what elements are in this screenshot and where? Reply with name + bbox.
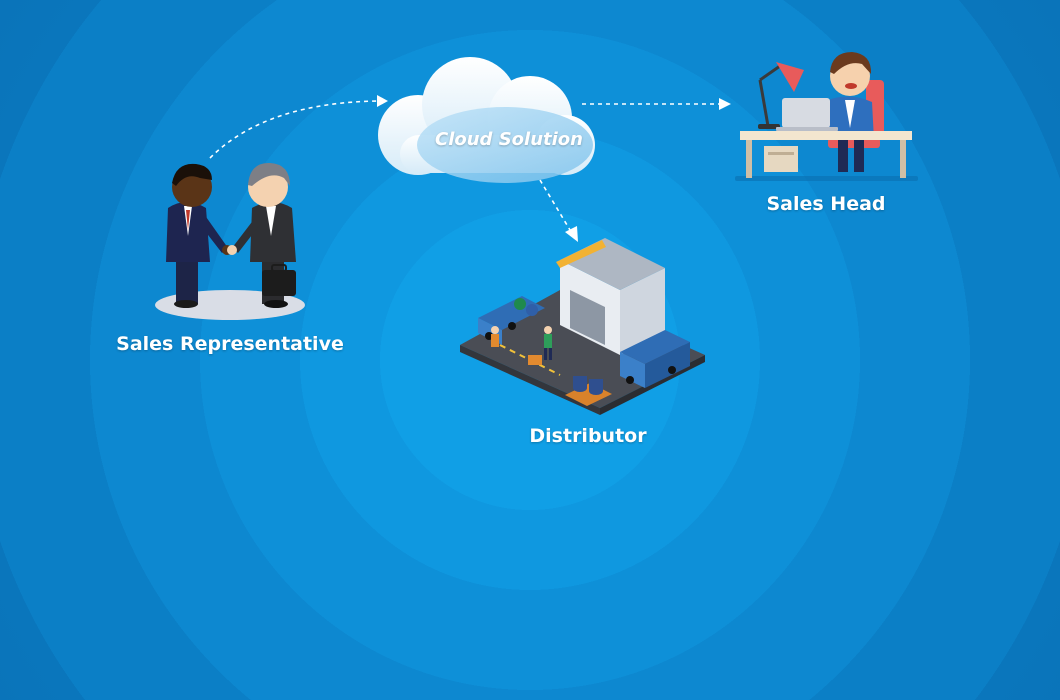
- arrow-cloud-to-distributor: [539, 179, 578, 242]
- handshake-icon: [155, 162, 305, 320]
- cloud-solution-label: Cloud Solution: [435, 129, 583, 150]
- office-desk-icon: [735, 52, 918, 181]
- warehouse-icon: [460, 238, 705, 415]
- sales-representative-label: Sales Representative: [116, 333, 344, 355]
- arrow-cloud-to-head: [582, 98, 731, 110]
- distributor-label: Distributor: [529, 425, 647, 447]
- cloud-icon: [378, 57, 595, 183]
- arrow-rep-to-cloud: [209, 95, 388, 159]
- sales-head-label: Sales Head: [766, 193, 886, 215]
